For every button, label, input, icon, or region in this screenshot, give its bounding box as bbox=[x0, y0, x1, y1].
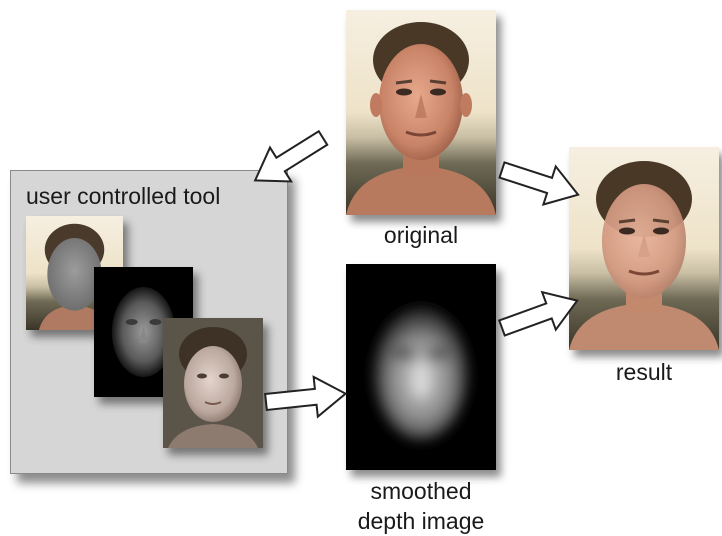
thumbnail-shaded-face bbox=[163, 318, 263, 448]
arrow-tool-to-depth bbox=[262, 372, 349, 423]
caption-depth-line2: depth image bbox=[357, 508, 485, 534]
smoothed-depth-image bbox=[346, 264, 496, 470]
caption-original: original bbox=[383, 222, 459, 248]
caption-result: result bbox=[615, 359, 673, 385]
arrow-depth-to-result bbox=[494, 280, 586, 348]
tool-title: user controlled tool bbox=[26, 183, 221, 209]
arrow-original-to-tool bbox=[243, 120, 335, 199]
caption-depth: smoothed depth image bbox=[330, 476, 512, 536]
caption-depth-line1: smoothed bbox=[370, 478, 472, 504]
result-photo bbox=[569, 147, 719, 350]
original-photo bbox=[346, 10, 496, 215]
arrow-original-to-result bbox=[494, 149, 586, 215]
